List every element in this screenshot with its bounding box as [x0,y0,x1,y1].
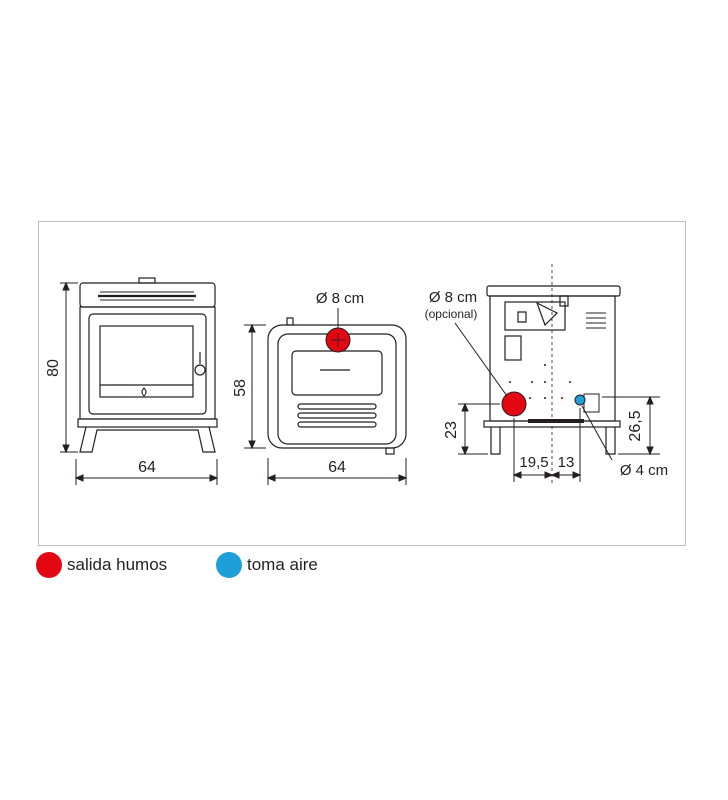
rear-view [483,285,621,455]
top-rear-bracket [286,317,294,326]
rear-panel [504,335,522,361]
top-outer-shell [267,324,407,449]
front-dimensions [60,281,219,485]
smoke-outlet-dot-icon [36,552,62,578]
rear-top-plate [486,285,621,297]
top-width-label: 64 [328,459,346,476]
stove-base [77,418,218,428]
rear-air-height-label: 26,5 [627,410,644,441]
top-foot [385,447,395,455]
rear-air-label: Ø 4 cm [620,462,668,479]
top-flue-label: Ø 8 cm [316,290,364,307]
rear-air-intake [574,394,586,406]
rear-grille [586,312,606,329]
air-leader [581,405,613,461]
drawing-frame [38,221,686,546]
top-depth-label: 58 [232,379,249,397]
legend-item-air: toma aire [216,551,318,579]
rear-offset2-label: 13 [558,454,575,471]
stove-top-knob [138,277,156,284]
top-dimensions [244,323,408,485]
rear-offset1-label: 19,5 [519,454,548,471]
rear-base-grid [528,419,584,423]
rear-flue-outlet [501,391,527,417]
rear-flue-label: Ø 8 cm [429,289,477,306]
flame-icon [141,387,147,397]
top-window [291,350,383,396]
top-grille-slots [297,403,377,428]
legend-label-air: toma aire [247,555,318,574]
flue-leader [454,322,508,397]
front-width-label: 64 [138,459,156,476]
legend-label-smoke: salida humos [67,555,168,574]
air-intake-dot-icon [216,552,242,578]
rear-flue-note: (opcional) [425,307,478,321]
legend-item-smoke: salida humos [36,551,167,579]
rear-screw-dots [509,364,571,399]
rear-dimensions [458,395,660,482]
rear-legs [490,427,616,455]
door-handle [194,364,206,376]
stove-glass [99,325,194,398]
front-view [77,277,218,453]
rear-cover-plate [504,301,566,331]
rear-air-box [583,393,600,413]
stove-legs [79,426,216,453]
front-height-label: 80 [45,359,62,377]
stove-door [88,313,207,415]
rear-hinge [559,295,569,307]
rear-flue-height-label: 23 [443,421,460,439]
